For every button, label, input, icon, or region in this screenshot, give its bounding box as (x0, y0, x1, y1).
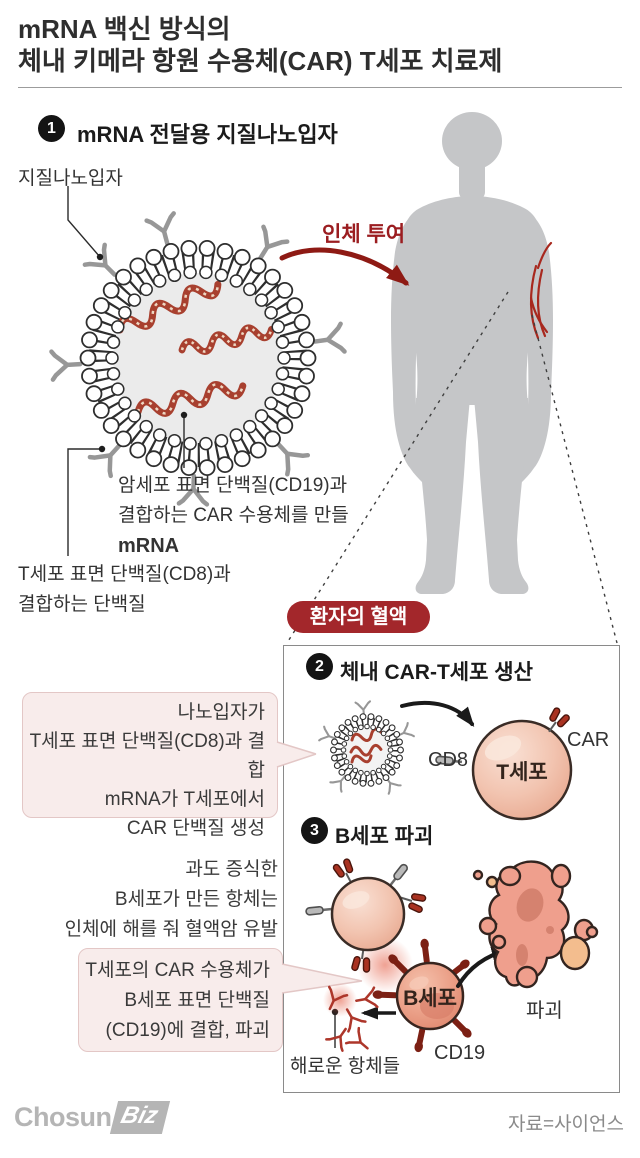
callout-line: B세포 표면 단백질 (124, 990, 270, 1011)
lipid-heads (105, 265, 291, 451)
mrna-strands (116, 280, 275, 417)
protein-label: T세포 표면 단백질(CD8)과 결합하는 단백질 (18, 560, 231, 620)
callout-line: T세포 표면 단백질(CD8)과 결합 (29, 731, 265, 781)
b-cell (372, 938, 473, 1053)
note-line: B세포가 만든 항체는 (114, 889, 278, 910)
nanoparticle-label: 지질나노입자 (18, 168, 123, 189)
callout-line: (CD19)에 결합, 파괴 (105, 1020, 270, 1041)
note-line: 인체에 해를 줘 혈액암 유발 (64, 919, 278, 940)
zoom-dashed-lines (286, 291, 618, 644)
protein-label-line: 결합하는 단백질 (18, 594, 146, 615)
blood-panel-frame (283, 645, 620, 1093)
car-label: CAR (567, 729, 610, 751)
cd8-label: CD8 (428, 749, 469, 771)
logo-chosun-text: Chosun (14, 1102, 112, 1132)
lipid-heads (340, 723, 394, 777)
step-1-badge: 1 (38, 115, 65, 142)
mrna-label: 암세포 표면 단백질(CD19)과 결합하는 CAR 수용체를 만들 mRNA (118, 471, 349, 561)
small-nanoparticle (330, 713, 404, 787)
step-2-badge: 2 (306, 653, 333, 680)
human-body-silhouette (391, 112, 553, 594)
callout-line: 나노입자가 (177, 702, 265, 723)
page-title-line2: 체내 키메라 항원 수용체(CAR) T세포 치료제 (18, 46, 503, 76)
callout-line: CAR 단백질 생성 (126, 818, 265, 839)
lipid-heads (330, 713, 404, 787)
protein-label-line: T세포 표면 단백질(CD8)과 (18, 564, 231, 585)
blood-badge: 환자의 혈액 (287, 601, 430, 633)
callout-pointers (272, 741, 363, 994)
binding-glow-2 (323, 983, 357, 1017)
destroyed-label: 파괴 (526, 1000, 563, 1022)
step-3-heading: B세포 파괴 (335, 825, 434, 848)
harmful-antibodies-label: 해로운 항체들 (290, 1056, 401, 1077)
bcell-label: B세포 (403, 987, 457, 1010)
cd19-label: CD19 (434, 1042, 486, 1064)
mrna-label-line: 암세포 표면 단백질(CD19)과 (118, 475, 348, 496)
step-2-heading: 체내 CAR-T세포 생산 (340, 661, 533, 684)
step-3-badge: 3 (301, 817, 328, 844)
title-divider (18, 87, 622, 88)
source-credit: 자료=사이언스 (508, 1114, 624, 1135)
logo-biz-plate: Biz (109, 1101, 170, 1134)
chosunbiz-logo: Chosun Biz (14, 1101, 170, 1134)
pointer-lines (67, 186, 336, 1048)
logo-biz-text: Biz (117, 1102, 161, 1129)
lipid-heads (79, 239, 317, 477)
lipid-nanoparticle-illustration (79, 239, 317, 477)
arrow-np-to-tcell (400, 700, 475, 727)
page-title-line1: mRNA 백신 방식의 (18, 14, 231, 44)
t-cell (434, 705, 573, 821)
bcell-note: 과도 증식한 B세포가 만든 항체는 인체에 해를 줘 혈액암 유발 (20, 855, 278, 945)
note-line: 과도 증식한 (185, 859, 278, 880)
injection-arrow (279, 247, 410, 286)
mrna-label-bold: mRNA (118, 535, 180, 557)
destroyed-cell-debris (472, 860, 599, 989)
callout-line: T세포의 CAR 수용체가 (85, 960, 270, 981)
callout-car-destroy: T세포의 CAR 수용체가 B세포 표면 단백질 (CD19)에 결합, 파괴 (78, 948, 283, 1052)
car-t-cell (304, 856, 428, 974)
step-1-heading: mRNA 전달용 지질나노입자 (77, 122, 338, 147)
tcell-label: T세포 (496, 761, 548, 784)
mrna-label-line: 결합하는 CAR 수용체를 만들 (118, 505, 349, 526)
injection-label: 인체 투여 (322, 223, 406, 246)
callout-line: mRNA가 T세포에서 (104, 789, 265, 810)
